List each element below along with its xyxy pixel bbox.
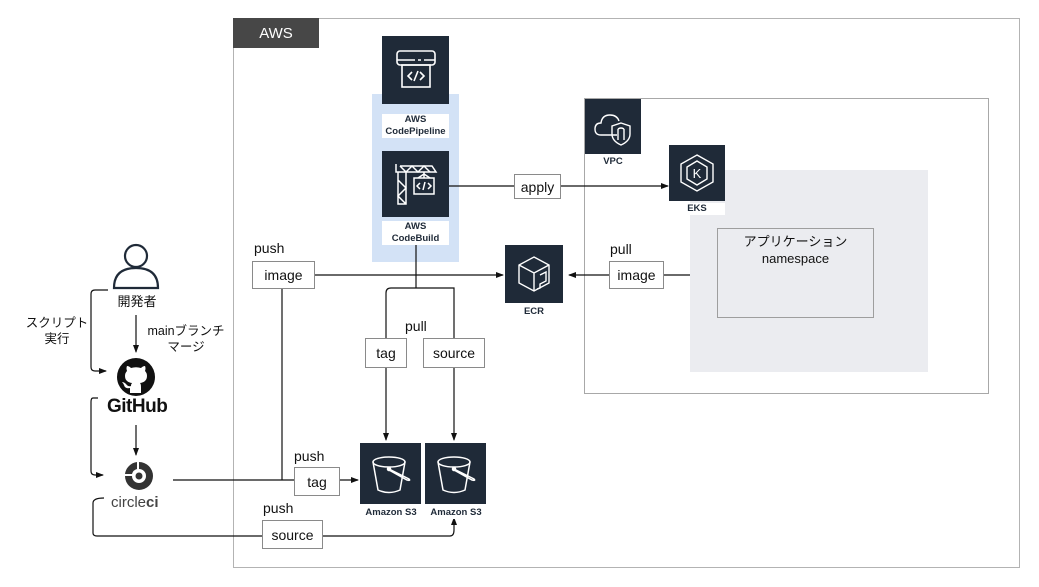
apply-label: apply (514, 174, 561, 199)
pull-action: pull (405, 318, 427, 334)
push-source-label: source (262, 520, 323, 549)
developer-label: 開発者 (117, 294, 157, 309)
namespace-label-en: namespace (761, 251, 830, 266)
edge-push-source (92, 497, 457, 537)
push-image-action: push (254, 240, 285, 256)
s3-tag-label: Amazon S3 (358, 507, 424, 519)
aws-cloud-label: AWS (233, 18, 319, 48)
main-merge-label: mainブランチマージ (147, 324, 225, 354)
github-label: GitHub (107, 396, 168, 417)
eks-cluster-area (690, 170, 928, 372)
circleci-icon[interactable] (124, 461, 154, 496)
edge-github-bracket (90, 397, 104, 478)
codebuild-icon[interactable] (382, 151, 449, 217)
script-run-label: スクリプト実行 (25, 316, 89, 346)
pull-tag-label: tag (365, 338, 407, 368)
svg-text:K: K (693, 166, 702, 181)
ecr-icon[interactable] (505, 245, 563, 303)
push-image-label: image (252, 261, 315, 289)
edge-pull-split (385, 287, 455, 345)
namespace-label-jp: アプリケーション (743, 234, 848, 249)
s3-tag-bucket-icon[interactable] (360, 443, 421, 504)
aws-cloud-frame (233, 18, 1020, 568)
pull-image-label: image (609, 261, 664, 289)
push-source-action: push (263, 500, 294, 516)
s3-source-bucket-icon[interactable] (425, 443, 486, 504)
push-tag-action: push (294, 448, 325, 464)
circleci-label: circleci (111, 494, 159, 511)
vpc-frame (584, 98, 989, 394)
s3-source-label: Amazon S3 (423, 507, 489, 519)
pull-image-action: pull (610, 241, 632, 257)
codepipeline-icon[interactable] (382, 36, 449, 104)
vpc-icon (585, 99, 641, 154)
user-icon (111, 242, 161, 295)
ecr-label: ECR (505, 306, 563, 318)
eks-icon[interactable]: K (669, 145, 725, 201)
namespace-box: アプリケーション namespace (717, 228, 874, 318)
github-icon[interactable] (116, 357, 156, 402)
vpc-label: VPC (585, 156, 641, 168)
edge-script-run (90, 289, 108, 374)
pull-source-label: source (423, 338, 485, 368)
eks-label: EKS (669, 203, 725, 215)
push-tag-label: tag (294, 467, 340, 496)
